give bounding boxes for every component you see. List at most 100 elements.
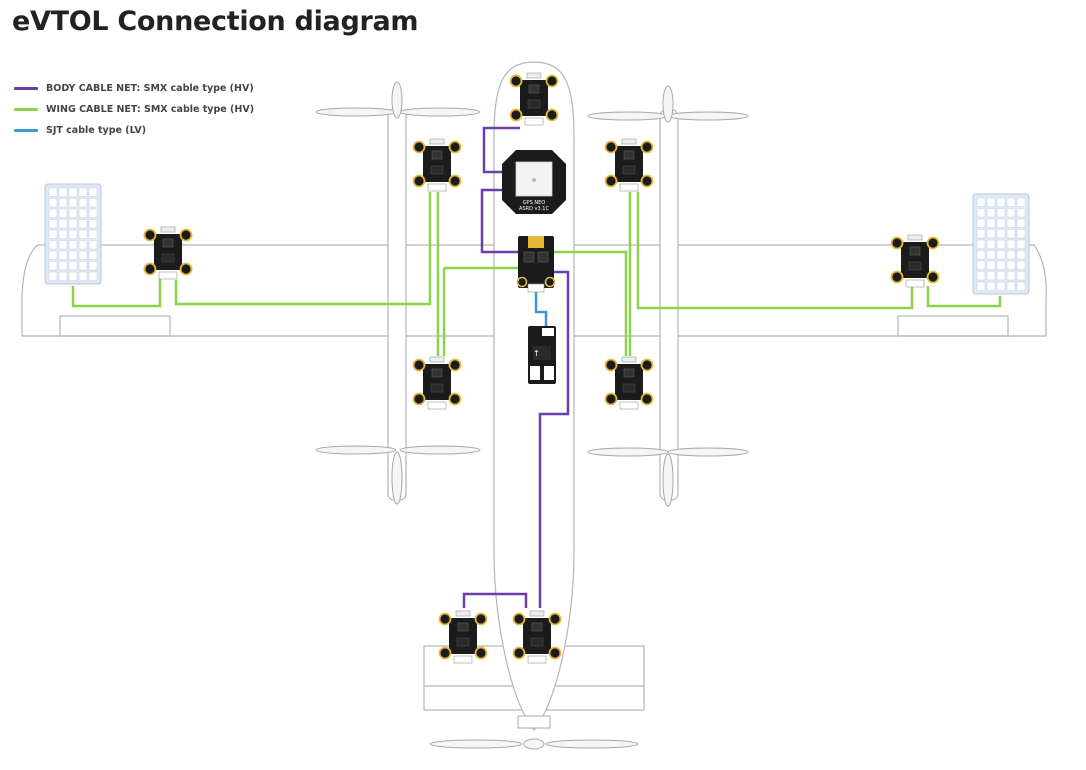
body-cable-tail [538,270,570,608]
legend: BODY CABLE NET: SMX cable type (HV) WING… [14,78,254,141]
panel-cell [68,250,78,260]
panel-cell [976,218,986,228]
panel-cell [58,229,68,239]
panel-cell [986,250,996,260]
panel-cell [1006,197,1016,207]
panel-cell [78,187,88,197]
propeller-tail-hub [523,738,545,750]
panel-cell [1006,271,1016,281]
wing-cable-left-panel [71,278,162,308]
panel-cell [78,240,88,250]
panel-cell [68,261,78,271]
propeller-fl-blade-c [391,81,403,119]
panel-cell [996,229,1006,239]
panel-cell [1006,229,1016,239]
panel-cell [58,187,68,197]
panel-cell [48,208,58,218]
panel-cell [996,271,1006,281]
panel-cell [986,218,996,228]
panel-cell [88,208,98,218]
node-boom-rear-right[interactable] [604,356,654,410]
panel-cell [58,271,68,281]
panel-cell [88,219,98,229]
propeller-rr-blade-b [667,447,749,457]
panel-cell [58,261,68,271]
panel-cell [88,271,98,281]
wing-cable-right-boom-b [636,192,914,310]
legend-swatch-body-net [14,87,38,90]
panel-cell [88,261,98,271]
body-cable-net [462,126,570,608]
propeller-fl-blade-a [315,107,397,117]
panel-cell [996,281,1006,291]
legend-label-wing-net: WING CABLE NET: SMX cable type (HV) [46,104,255,115]
legend-label-lv: SJT cable type (LV) [46,125,147,136]
panel-left [44,183,102,285]
panel-cell [996,250,1006,260]
panel-cell [78,271,88,281]
panel-cell [1016,260,1026,270]
legend-item-body-net: BODY CABLE NET: SMX cable type (HV) [14,78,254,99]
panel-cell [48,240,58,250]
panel-right [972,193,1030,295]
panel-cell [58,250,68,260]
panel-cell [68,271,78,281]
wing-cable-right-panel [926,286,1002,308]
panel-cell [48,261,58,271]
body-cable-tail-link [462,592,528,608]
wing-cable-left-outer [174,192,432,306]
node-boom-front-right[interactable] [604,138,654,192]
panel-cell [78,250,88,260]
node-boom-front-left[interactable] [412,138,462,192]
panel-cell [1006,250,1016,260]
propeller-tail-blade-b [545,739,639,749]
legend-item-wing-net: WING CABLE NET: SMX cable type (HV) [14,99,254,120]
panel-cell [986,260,996,270]
panel-cell [48,187,58,197]
panel-cell [68,240,78,250]
page-title: eVTOL Connection diagram [12,6,419,37]
wing-flap-right [897,315,1009,337]
legend-swatch-wing-net [14,108,38,111]
panel-cell [78,229,88,239]
legend-item-lv: SJT cable type (LV) [14,120,254,141]
panel-cell [78,261,88,271]
panel-cell [1006,218,1016,228]
wing-cable-right-hub [552,250,628,356]
panel-cell [1016,197,1026,207]
panel-cell [1016,239,1026,249]
propeller-tail-blade-a [429,739,523,749]
propellers [315,81,749,750]
panel-cell [78,219,88,229]
panel-cell [976,260,986,270]
panel-cell [986,271,996,281]
panel-cell [1006,208,1016,218]
propeller-rl-blade-a [315,445,397,455]
panel-cell [1006,260,1016,270]
panel-cell [78,198,88,208]
panel-cell [976,197,986,207]
wing-cable-net [71,192,1002,356]
panel-cell [986,229,996,239]
power-module-arrow-icon: ↑ [533,349,540,358]
panel-cell [1016,281,1026,291]
panel-cell [48,198,58,208]
body-cable-gps [480,188,518,254]
panel-cell [68,229,78,239]
node-boom-rear-left[interactable] [412,356,462,410]
panel-cell [1016,208,1026,218]
body-cable-nose [482,126,520,174]
panel-cell [996,218,1006,228]
propeller-fr-blade-c [662,85,674,123]
panel-cell [68,208,78,218]
central-hub-board[interactable] [516,236,556,293]
panel-cell [68,187,78,197]
panel-cell [1016,250,1026,260]
panel-cell [48,229,58,239]
power-module[interactable]: ↑ [528,326,556,384]
panel-cell [976,239,986,249]
propeller-fr-blade-a [587,111,669,121]
propeller-fl-blade-b [399,107,481,117]
